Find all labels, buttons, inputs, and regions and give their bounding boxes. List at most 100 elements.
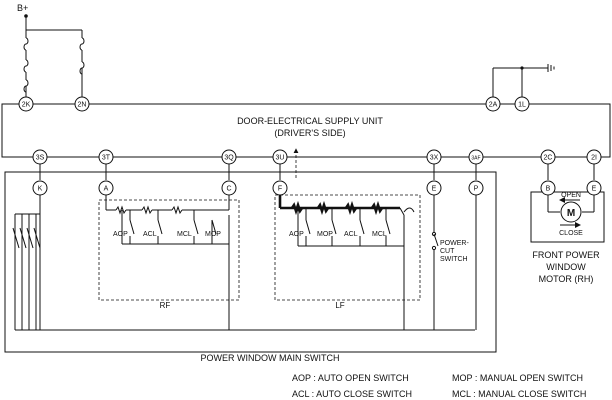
- terminal-3u: [272, 149, 288, 165]
- rf-aop-contact: [129, 219, 135, 235]
- rf-label: RF: [160, 301, 171, 310]
- terminal-a: [98, 180, 114, 196]
- rf-mop-contact: [211, 219, 217, 235]
- legend-acl: ACL : AUTO CLOSE SWITCH: [292, 389, 412, 399]
- rf-switch-network: [106, 205, 229, 245]
- lf-acl-contact: [359, 219, 365, 235]
- legend-mcl: MCL : MANUAL CLOSE SWITCH: [452, 389, 586, 399]
- terminal-label-3q: 3Q: [224, 154, 234, 161]
- lf-resistor-2: [316, 200, 330, 216]
- rf-acl-label: ACL: [143, 231, 157, 238]
- rf-switch-group: [98, 199, 240, 301]
- terminal-label-2i: 2I: [591, 154, 597, 161]
- rf-acl-contact: [157, 219, 163, 235]
- fuse-right: [79, 30, 85, 97]
- lf-resistor-4: [370, 200, 384, 216]
- terminal-label-3u: 3U: [276, 154, 285, 161]
- rf-mcl-label: MCL: [177, 231, 192, 238]
- terminal-label-1l: 1L: [518, 101, 526, 108]
- lf-resistor-1: [290, 200, 304, 216]
- terminal-f: [272, 180, 288, 196]
- lf-aop-label: AOP: [289, 231, 304, 238]
- terminal-label-2a: 2A: [489, 101, 498, 108]
- terminal-b: [540, 180, 556, 196]
- rf-mop-label: MOP: [205, 231, 221, 238]
- rf-resistor-3: [171, 205, 183, 215]
- lf-mcl-contact: [385, 219, 391, 235]
- lf-auto-arrow: [403, 207, 415, 213]
- power-cut-label-1: POWER-: [440, 240, 469, 247]
- fuse-left: [23, 30, 29, 97]
- terminal-label-b: B: [546, 185, 551, 192]
- power-window-main-switch-box: [4, 171, 497, 353]
- terminal-label-a: A: [104, 185, 109, 192]
- motor-label-1: FRONT POWER: [532, 250, 600, 260]
- power-cut-label-2: CUT: [440, 248, 455, 255]
- rf-aop-label: AOP: [113, 231, 128, 238]
- motor-open-label: OPEN: [561, 192, 581, 199]
- terminal-1l: [514, 96, 530, 112]
- terminal-2i: [586, 149, 602, 165]
- lf-mop-label: MOP: [317, 231, 333, 238]
- terminal-label-2n: 2N: [78, 101, 87, 108]
- lf-label: LF: [335, 301, 344, 310]
- lf-switch-network: [290, 200, 415, 247]
- legend-aop: AOP : AUTO OPEN SWITCH: [292, 373, 409, 383]
- terminal-c: [221, 180, 237, 196]
- battery-supply: B+: [17, 3, 82, 31]
- terminal-label-e: E: [592, 185, 597, 192]
- lf-aop-contact: [305, 219, 311, 235]
- terminal-label-3t: 3T: [102, 154, 111, 161]
- motor-label-3: MOTOR (RH): [539, 274, 594, 284]
- terminal-label-p: P: [474, 185, 479, 192]
- terminal-label-f: F: [278, 185, 282, 192]
- terminal-e: [426, 180, 442, 196]
- motor-label-2: WINDOW: [546, 262, 586, 272]
- rf-resistor-1: [115, 205, 127, 215]
- terminal-label-2k: 2K: [22, 101, 31, 108]
- legend-mop: MOP : MANUAL OPEN SWITCH: [452, 373, 583, 383]
- terminal-label-c: C: [226, 185, 231, 192]
- terminal-k: [32, 180, 48, 196]
- terminal-label-e: E: [432, 185, 437, 192]
- terminal-3x: [426, 149, 442, 165]
- motor-symbol: M: [567, 208, 575, 219]
- door-electrical-supply-unit: [1, 103, 611, 158]
- terminal-2c: [540, 149, 556, 165]
- lf-mcl-label: MCL: [372, 231, 387, 238]
- terminal-3s: [32, 149, 48, 165]
- power-cut-label-3: SWITCH: [440, 256, 468, 263]
- main-switch-label: POWER WINDOW MAIN SWITCH: [201, 353, 340, 363]
- terminal-label-3af: 3AF: [471, 155, 480, 161]
- terminal-2a: [485, 96, 501, 112]
- unit-subtitle: (DRIVER'S SIDE): [274, 128, 345, 138]
- terminal-e: [586, 180, 602, 196]
- power-cut-switch: [431, 231, 439, 251]
- ground-connection: [492, 64, 555, 97]
- lf-acl-label: ACL: [344, 231, 358, 238]
- terminal-label-3s: 3S: [36, 154, 45, 161]
- lf-resistor-3: [344, 200, 358, 216]
- terminal-3t: [98, 149, 114, 165]
- lf-switch-group: [274, 194, 421, 301]
- motor-icon: [560, 201, 582, 223]
- unit-top-terminals: 2K 2N 2A 1L: [18, 96, 530, 112]
- unit-bottom-terminals: 3S 3T 3Q 3U 3X 3AF 2C 2I: [32, 149, 602, 165]
- terminal-p: [468, 180, 484, 196]
- terminal-2n: [74, 96, 90, 112]
- terminal-3q: [221, 149, 237, 165]
- lf-mop-contact: [331, 219, 337, 235]
- battery-label: B+: [17, 3, 28, 13]
- unit-title: DOOR-ELECTRICAL SUPPLY UNIT: [237, 116, 383, 126]
- motor-close-label: CLOSE: [559, 230, 583, 237]
- rf-resistor-2: [141, 205, 153, 215]
- rf-mcl-contact: [193, 219, 199, 235]
- terminal-label-k: K: [38, 185, 43, 192]
- terminal-label-3x: 3X: [430, 154, 439, 161]
- terminal-3af: [468, 149, 484, 165]
- terminal-2k: [18, 96, 34, 112]
- terminal-label-2c: 2C: [544, 154, 553, 161]
